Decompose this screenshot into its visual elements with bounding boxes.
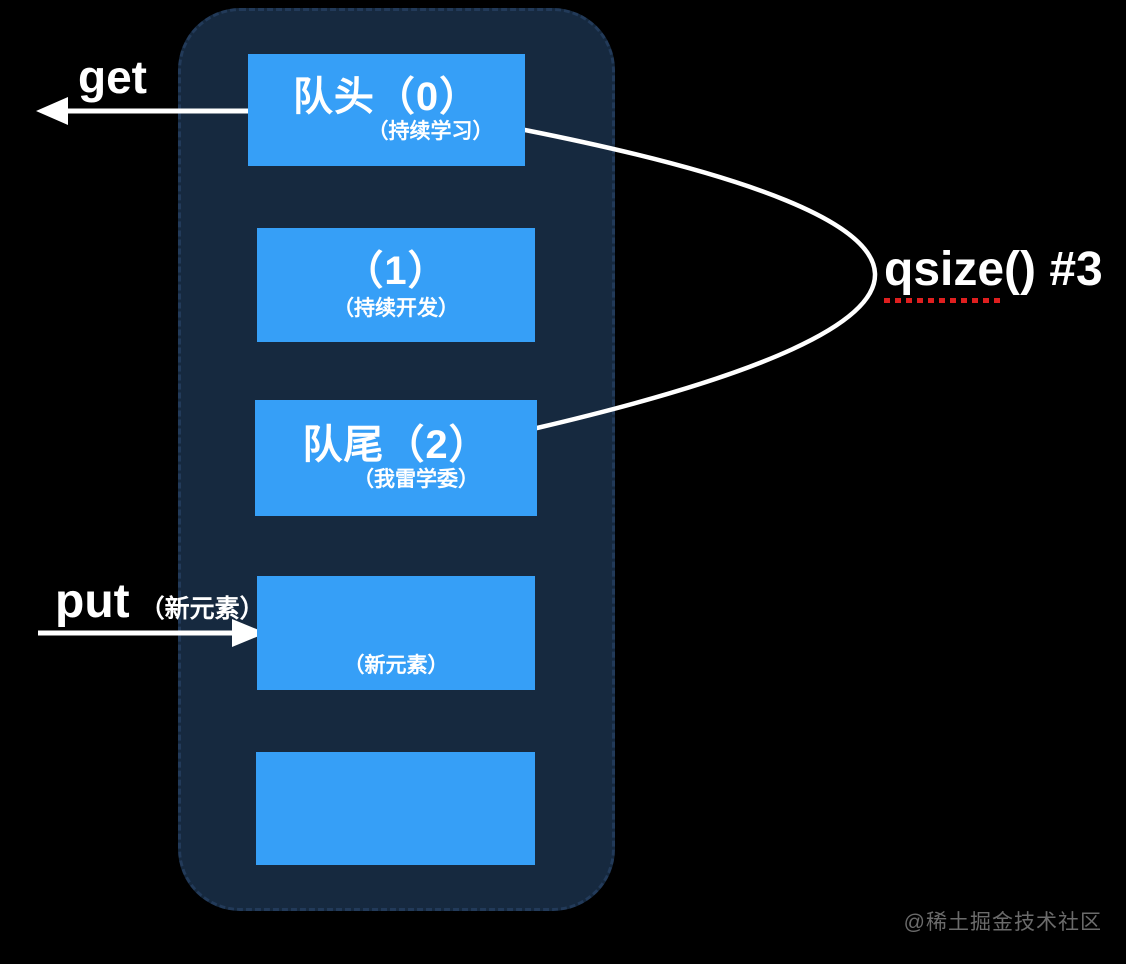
queue-slot-2: 队尾（2） （我雷学委）: [255, 400, 537, 516]
slot-1-subtitle: （持续开发）: [333, 296, 459, 320]
queue-slot-1: （1） （持续开发）: [257, 228, 535, 342]
slot-3-subtitle: （新元素）: [343, 653, 449, 677]
put-label-row: put （新元素）: [55, 574, 265, 629]
qsize-label: qsize() #3: [884, 242, 1103, 303]
qsize-rest: () #3: [1004, 243, 1103, 296]
slot-2-subtitle: （我雷学委）: [353, 468, 479, 492]
put-note-label: （新元素）: [139, 595, 265, 623]
put-label: put: [55, 575, 130, 628]
queue-slot-3: （新元素）: [257, 576, 535, 690]
queue-slot-0: 队头（0） （持续学习）: [248, 54, 525, 166]
queue-slot-4: [256, 752, 535, 865]
qsize-function-name: qsize: [884, 242, 1005, 303]
slot-0-subtitle: （持续学习）: [367, 120, 494, 144]
get-label: get: [78, 51, 147, 103]
slot-1-title: （1）: [343, 248, 449, 293]
watermark: @稀土掘金技术社区: [903, 911, 1102, 934]
slot-2-title: 队尾（2）: [302, 423, 490, 468]
slot-0-title: 队头（0）: [292, 75, 481, 120]
